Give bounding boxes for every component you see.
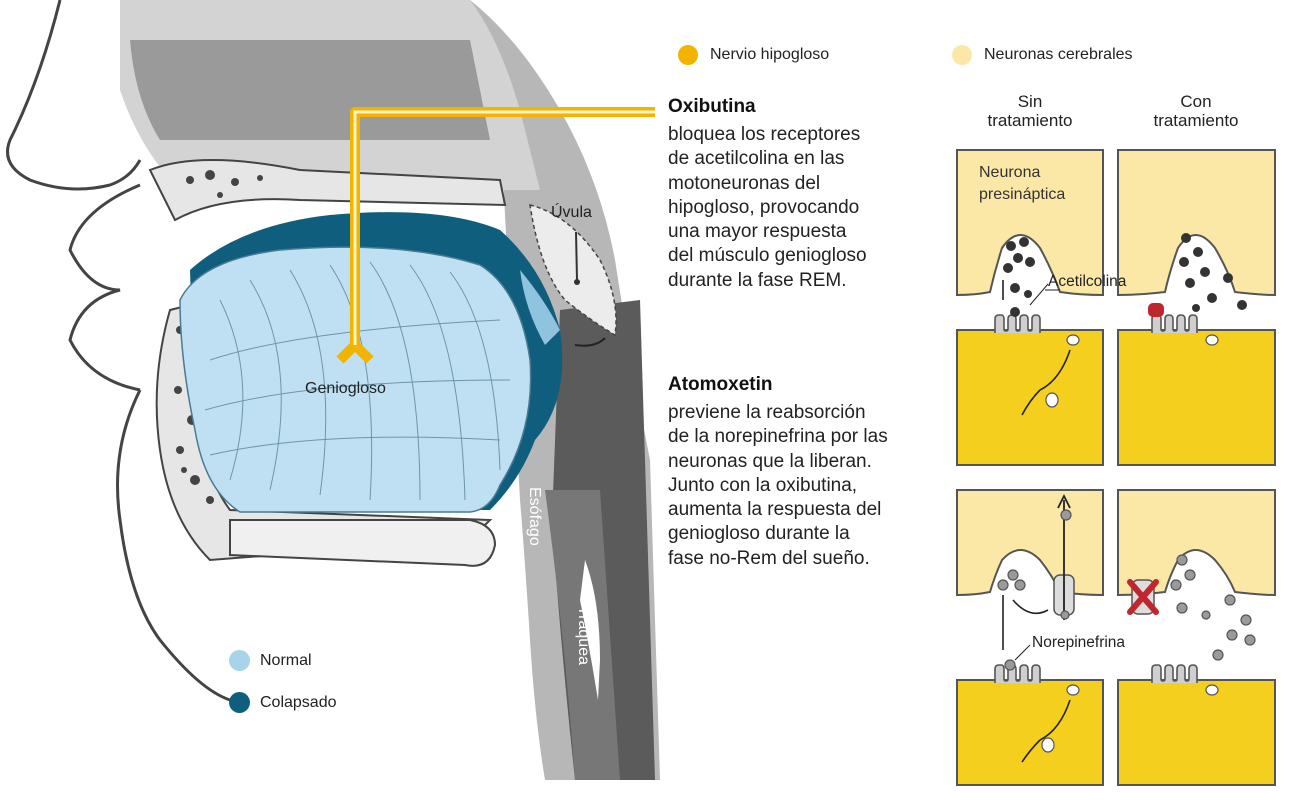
label-presynaptic: Neurona presináptica xyxy=(979,162,1065,206)
postsynaptic-bottom-right xyxy=(1118,680,1275,785)
drug-text-atomoxetine: previene la reabsorción de la norepinefr… xyxy=(668,401,888,571)
nasal-cavity xyxy=(130,40,490,140)
label-genioglossus: Geniogloso xyxy=(305,380,386,398)
column-heading-without: Sin tratamiento xyxy=(960,92,1100,130)
ne-receptor-left xyxy=(995,665,1040,683)
legend-item-collapsed: Colapsado xyxy=(229,692,337,713)
drug-title-oxybutynin: Oxibutina xyxy=(668,96,756,118)
postsynaptic-bottom-left xyxy=(957,680,1103,785)
ne-label-pointer xyxy=(1015,645,1030,660)
legend-dot-collapsed xyxy=(229,692,250,713)
ach-receptor-left xyxy=(995,315,1040,333)
legend-item-neurons: Neuronas cerebrales xyxy=(952,45,1133,65)
ne-receptor-right xyxy=(1152,665,1197,683)
column-heading-with: Con tratamiento xyxy=(1126,92,1266,130)
postsynaptic-top-right xyxy=(1118,330,1275,465)
legend-dot-hypoglossal xyxy=(678,45,698,65)
legend-label-neurons: Neuronas cerebrales xyxy=(984,46,1133,64)
drug-text-oxybutynin: bloquea los receptores de acetilcolina e… xyxy=(668,123,867,293)
label-acetylcholine: Acetilcolina xyxy=(1048,273,1126,291)
label-uvula: Úvula xyxy=(551,204,592,222)
label-trachea: Tráquea xyxy=(574,606,592,665)
legend-item-hypoglossal: Nervio hipogloso xyxy=(678,45,829,65)
ach-receptor-right xyxy=(1152,315,1197,333)
synapse-panels xyxy=(957,150,1275,785)
oxybutynin-blocker xyxy=(1148,303,1164,317)
postsynaptic-top-left xyxy=(957,330,1103,465)
atomoxetine-block xyxy=(1130,580,1156,614)
drug-title-atomoxetine: Atomoxetin xyxy=(668,374,773,396)
legend-label-collapsed: Colapsado xyxy=(260,694,337,712)
legend-item-normal: Normal xyxy=(229,650,312,671)
ach-label-pointer xyxy=(1030,284,1048,305)
legend-dot-normal xyxy=(229,650,250,671)
label-esophagus: Esófago xyxy=(525,487,543,546)
uvula-pointer xyxy=(576,232,577,280)
presynaptic-bottom-left xyxy=(957,490,1103,595)
label-norepinephrine: Norepinefrina xyxy=(1032,634,1125,652)
legend-label-normal: Normal xyxy=(260,652,312,670)
legend-label-hypoglossal: Nervio hipogloso xyxy=(710,46,829,64)
presynaptic-top-right xyxy=(1118,150,1275,295)
legend-dot-neurons xyxy=(952,45,972,65)
